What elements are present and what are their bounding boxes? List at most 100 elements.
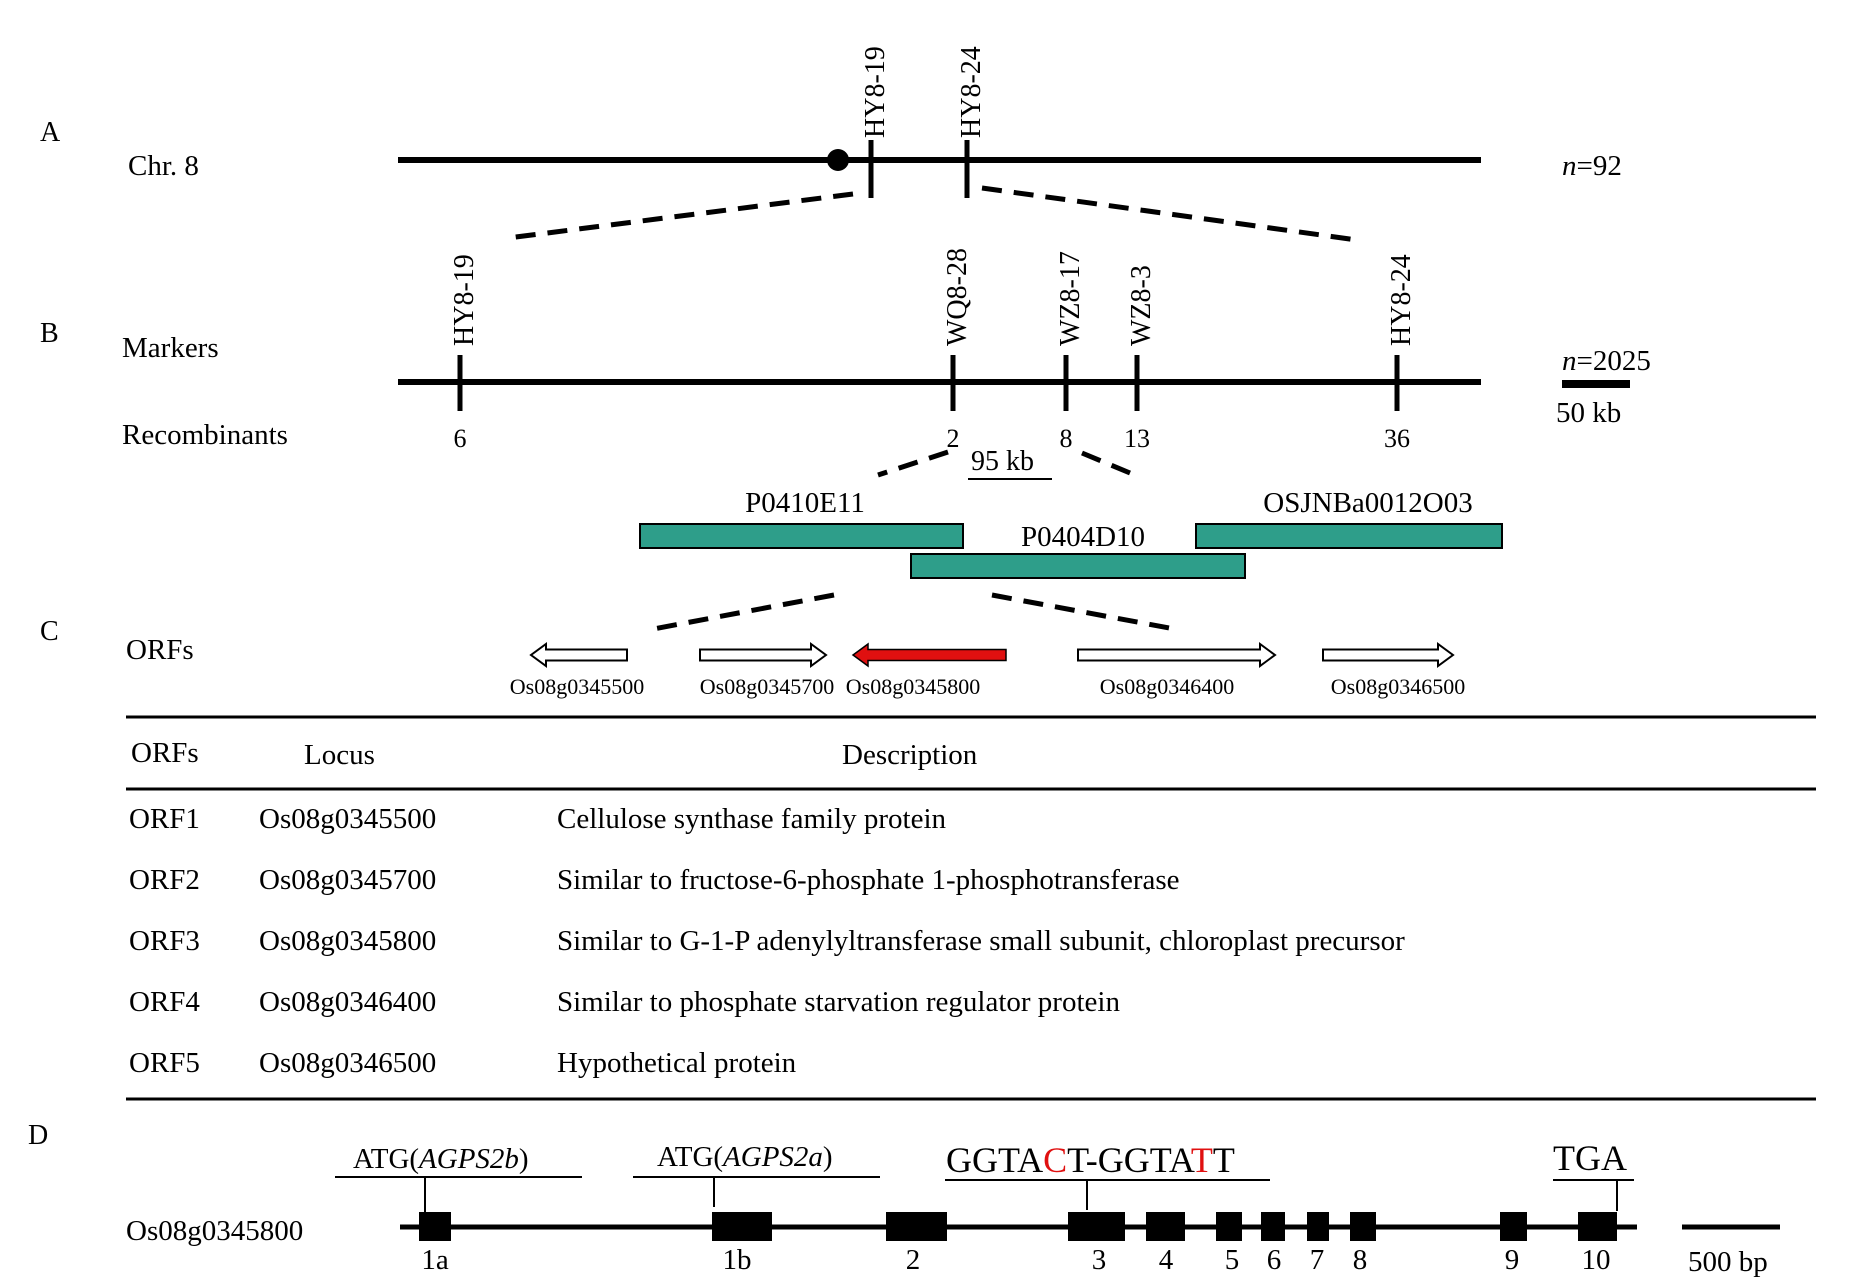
zoom-line-right-c <box>991 592 1181 633</box>
scale-label-50kb: 50 kb <box>1556 397 1621 429</box>
fine-map-markers: HY8-19 6 WQ8-28 2 WZ8-17 8 WZ8-3 13 HY8-24 36 <box>449 248 1417 453</box>
marker-label-wz8-3: WZ8-3 <box>1126 265 1157 346</box>
exon-1a <box>419 1212 451 1241</box>
panel-c-label: C <box>40 616 59 647</box>
orf-label-os08g0346500: Os08g0346500 <box>1331 674 1465 699</box>
table-header-orfs: ORFs <box>131 737 199 769</box>
orf-label-os08g0345700: Os08g0345700 <box>700 674 834 699</box>
exon-label-1a: 1a <box>421 1244 449 1276</box>
clone-label-p0410e11: P0410E11 <box>745 487 865 519</box>
table-cell-locus: Os08g0345800 <box>259 925 436 957</box>
table-row: ORF5 Os08g0346500 Hypothetical protein <box>129 1047 797 1079</box>
panel-b-label: B <box>40 318 59 349</box>
table-cell-locus: Os08g0345700 <box>259 864 436 896</box>
recombinant-count-hy8-19: 6 <box>454 424 467 453</box>
orf-label-os08g0345800: Os08g0345800 <box>846 674 980 699</box>
table-cell-description: Similar to G-1-P adenylyltransferase sma… <box>557 925 1405 957</box>
orf-arrow-os08g0345700 <box>699 642 828 668</box>
panel-a-label: A <box>40 117 61 148</box>
marker-label-hy8-19-a: HY8-19 <box>860 46 891 138</box>
chromosome-label: Chr. 8 <box>128 150 199 182</box>
zoom-line-left-b <box>877 449 949 478</box>
table-row: ORF4 Os08g0346400 Similar to phosphate sta… <box>129 986 1120 1018</box>
clone-label-osjnba0012o03: OSJNBa0012O03 <box>1263 487 1472 519</box>
table-cell-description: Cellulose synthase family protein <box>557 803 947 835</box>
recombinant-count-wq8-28: 2 <box>947 424 960 453</box>
marker-label-wq8-28: WQ8-28 <box>942 248 973 346</box>
marker-label-hy8-24-a: HY8-24 <box>956 46 987 138</box>
table-row: ORF3 Os08g0345800 Similar to G-1-P adenyly… <box>129 925 1405 957</box>
marker-label-hy8-19: HY8-19 <box>449 254 480 346</box>
table-cell-locus: Os08g0346400 <box>259 986 436 1018</box>
orf-arrow-os08g0346500 <box>1322 642 1455 668</box>
start-codon-agps2a: ATG(AGPS2a) <box>657 1141 833 1173</box>
zoom-line-left-ab <box>507 191 854 241</box>
table-row: ORF2 Os08g0345700 Similar to fructose-6-ph… <box>129 864 1180 896</box>
table-cell-orf: ORF5 <box>129 1047 200 1079</box>
recombinant-count-wz8-3: 13 <box>1124 424 1150 453</box>
recombinants-label: Recombinants <box>122 419 288 451</box>
splice-site-sequence: GGTACT-GGTATT <box>946 1140 1235 1180</box>
orf-arrows: Os08g0345500 Os08g0345700 Os08g0345800 Os08… <box>510 642 1465 699</box>
exon-10 <box>1578 1212 1617 1241</box>
marker-label-hy8-24: HY8-24 <box>1386 254 1417 346</box>
exon-label-1b: 1b <box>723 1244 752 1276</box>
exon-1b <box>712 1212 772 1241</box>
recombinant-count-hy8-24: 36 <box>1384 424 1410 453</box>
start-codon-agps2b: ATG(AGPS2b) <box>353 1143 529 1175</box>
table-header-description: Description <box>842 739 978 771</box>
orf-label-os08g0346400: Os08g0346400 <box>1100 674 1234 699</box>
interval-label-95kb: 95 kb <box>971 446 1034 477</box>
table-cell-description: Similar to phosphate starvation regulato… <box>557 986 1120 1018</box>
exon-label-7: 7 <box>1310 1244 1325 1276</box>
marker-label-wz8-17: WZ8-17 <box>1055 251 1086 346</box>
zoom-line-right-b <box>1081 450 1131 476</box>
table-body: ORF1 Os08g0345500 Cellulose synthase famil… <box>129 803 1405 1079</box>
exon-label-4: 4 <box>1159 1244 1174 1276</box>
exon-7 <box>1307 1212 1329 1241</box>
table-cell-description: Similar to fructose-6-phosphate 1-phosph… <box>557 864 1180 896</box>
orf-arrow-os08g0345800 <box>851 642 1007 668</box>
table-cell-orf: ORF1 <box>129 803 200 835</box>
recombinant-count-wz8-17: 8 <box>1060 424 1073 453</box>
table-cell-description: Hypothetical protein <box>557 1047 797 1079</box>
exon-label-9: 9 <box>1505 1244 1520 1276</box>
table-cell-orf: ORF4 <box>129 986 200 1018</box>
exon-5 <box>1216 1212 1242 1241</box>
orf-arrow-os08g0346400 <box>1077 642 1277 668</box>
markers-label: Markers <box>122 332 219 364</box>
stop-codon: TGA <box>1553 1138 1627 1178</box>
clone-p0404d10 <box>910 553 1246 579</box>
table-cell-orf: ORF3 <box>129 925 200 957</box>
gene-label: Os08g0345800 <box>126 1215 303 1247</box>
table-header-locus: Locus <box>304 739 375 771</box>
table-row: ORF1 Os08g0345500 Cellulose synthase famil… <box>129 803 947 835</box>
exon-2 <box>886 1212 947 1241</box>
population-size-b: n=2025 <box>1562 345 1651 377</box>
orf-arrow-os08g0345500 <box>529 642 628 668</box>
exon-6 <box>1261 1212 1285 1241</box>
table-cell-orf: ORF2 <box>129 864 200 896</box>
exon-label-3: 3 <box>1092 1244 1107 1276</box>
exon-label-2: 2 <box>906 1244 921 1276</box>
table-cell-locus: Os08g0346500 <box>259 1047 436 1079</box>
exon-label-5: 5 <box>1225 1244 1240 1276</box>
exon-8 <box>1350 1212 1376 1241</box>
zoom-line-right-ab <box>981 185 1358 243</box>
table-cell-locus: Os08g0345500 <box>259 803 436 835</box>
clone-osjnba0012o03 <box>1195 523 1503 549</box>
orfs-label: ORFs <box>126 634 194 666</box>
centromere <box>827 149 849 171</box>
exon-label-10: 10 <box>1582 1244 1611 1276</box>
exon-4 <box>1146 1212 1185 1241</box>
zoom-line-left-c <box>647 592 835 633</box>
exon-label-6: 6 <box>1267 1244 1282 1276</box>
clone-p0410e11 <box>639 523 964 549</box>
exon-3 <box>1068 1212 1125 1241</box>
scale-label-500bp: 500 bp <box>1688 1246 1768 1278</box>
population-size-a: n=92 <box>1562 150 1622 182</box>
orf-label-os08g0345500: Os08g0345500 <box>510 674 644 699</box>
exon-label-8: 8 <box>1353 1244 1368 1276</box>
